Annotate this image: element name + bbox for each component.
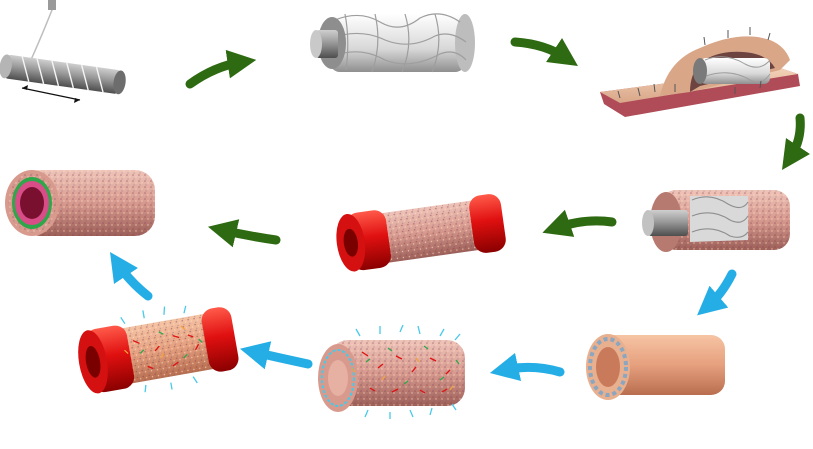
curved-arrow-left-icon bbox=[489, 352, 565, 382]
step-3-subcutaneous-implantation bbox=[600, 27, 800, 117]
curved-arrow-left-icon bbox=[542, 209, 617, 237]
curved-arrow-down-right-icon bbox=[510, 37, 578, 66]
step-5-tissue-tube-with-end-caps bbox=[336, 194, 506, 272]
step-6-layered-graft-cross-section bbox=[5, 170, 155, 236]
curved-arrow-down-left-icon bbox=[697, 269, 737, 316]
step-8-seeded-tube bbox=[318, 324, 465, 419]
step-2-fiber-wrapped-mandrel bbox=[310, 13, 475, 73]
curved-arrow-up-left-icon bbox=[110, 252, 153, 301]
step-1-mandrel-coiled-with-fibers bbox=[0, 0, 126, 103]
curved-arrow-down-icon bbox=[782, 113, 810, 170]
arrows bbox=[110, 37, 810, 382]
curved-arrow-right-icon bbox=[185, 49, 257, 89]
step-9-seeded-tube-with-end-caps bbox=[78, 305, 239, 394]
curved-arrow-left-icon bbox=[239, 341, 313, 370]
step-4-explanted-tissue-cylinder bbox=[642, 190, 790, 252]
step-7-decellularized-tube bbox=[586, 334, 725, 400]
curved-arrow-left-icon bbox=[207, 219, 281, 248]
